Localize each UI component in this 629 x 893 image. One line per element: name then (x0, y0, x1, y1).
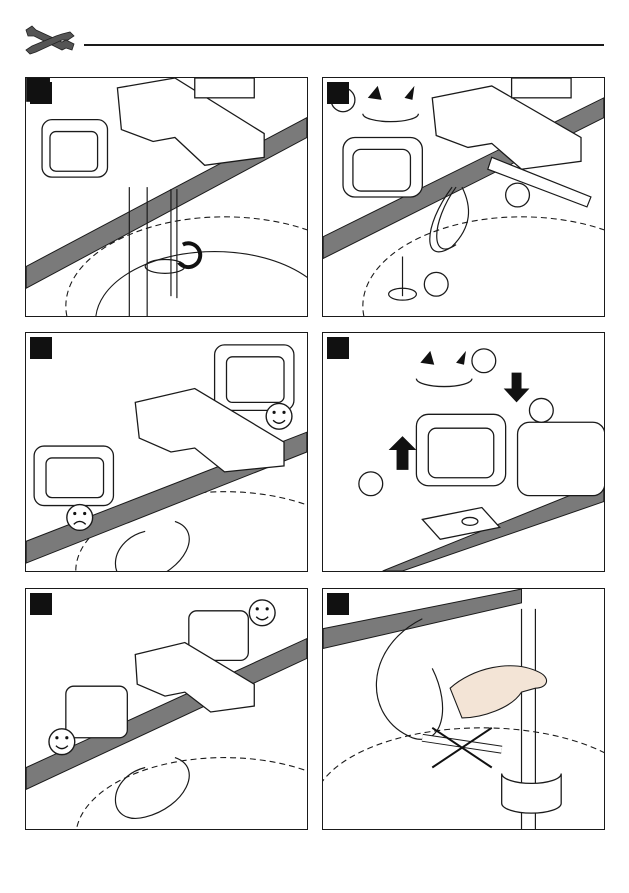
smiley-sad-icon (67, 505, 93, 531)
step-panel-3 (25, 332, 308, 572)
step-marker (327, 82, 349, 104)
header-divider (84, 44, 604, 46)
arrow-up-icon (389, 436, 417, 470)
step-5-illustration (26, 589, 307, 829)
wrench-icon (22, 24, 78, 58)
step-marker (30, 337, 52, 359)
step-3-illustration (26, 333, 307, 571)
step-panel-4 (322, 332, 605, 572)
step-marker (327, 593, 349, 615)
step-2-illustration (323, 78, 604, 316)
step-panel-1 (25, 77, 308, 317)
step-marker (30, 593, 52, 615)
step-1-illustration (26, 78, 307, 316)
step-4-illustration (323, 333, 604, 571)
step-marker (327, 337, 349, 359)
smiley-happy-icon (266, 403, 292, 429)
arrow-down-icon (504, 373, 530, 403)
step-marker (30, 82, 52, 104)
step-panel-5 (25, 588, 308, 830)
smiley-happy-icon (49, 729, 75, 755)
hand-icon (450, 666, 546, 718)
step-panel-2 (322, 77, 605, 317)
smiley-happy-icon (249, 600, 275, 626)
step-panel-6 (322, 588, 605, 830)
step-6-illustration (323, 589, 604, 829)
rotate-arrow-icon (502, 773, 562, 813)
